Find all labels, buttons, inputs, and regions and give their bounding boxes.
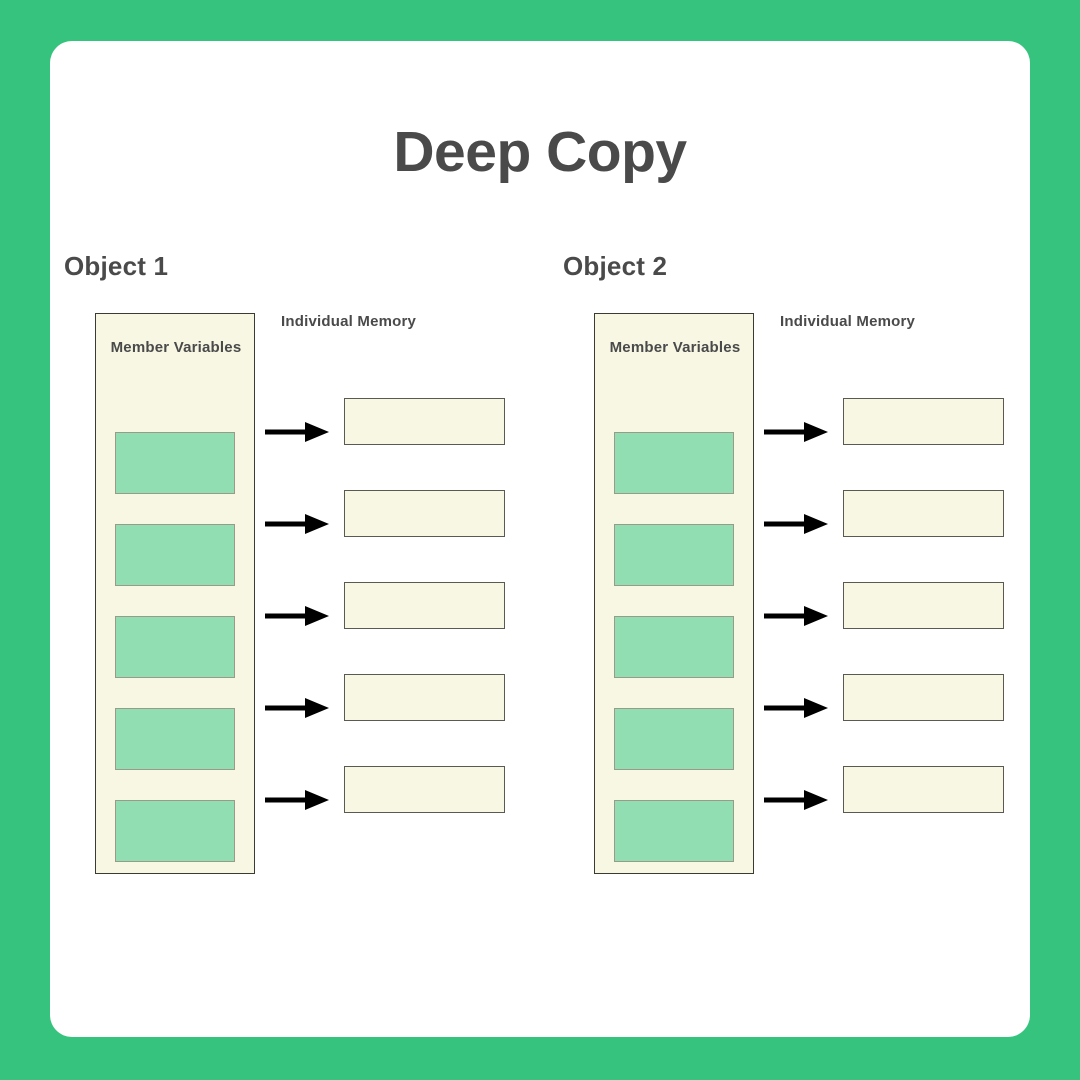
object-2-memory-cell-1 <box>843 398 1004 445</box>
object-1-memory-cell-4 <box>344 674 505 721</box>
object-1-member-variables-label: Member Variables <box>110 339 242 356</box>
object-1-title: Object 1 <box>64 251 169 281</box>
object-1-arrow-right-icon-2 <box>265 511 331 537</box>
object-1-arrow-right-icon-3 <box>265 603 331 629</box>
object-1-member-slot-4 <box>115 708 235 770</box>
object-2-member-variables-label: Member Variables <box>609 339 741 356</box>
object-group-1: Object 1 Member Variables Individual Mem… <box>64 41 534 1037</box>
object-1-member-slot-1 <box>115 432 235 494</box>
object-2-memory-cell-4 <box>843 674 1004 721</box>
object-group-2: Object 2 Member Variables Individual Mem… <box>563 41 1033 1037</box>
object-1-memory-label: Individual Memory <box>281 313 417 330</box>
object-1-arrow-right-icon-4 <box>265 695 331 721</box>
object-2-memory-cell-2 <box>843 490 1004 537</box>
object-2-memory-label: Individual Memory <box>780 313 916 330</box>
object-2-arrow-right-icon-3 <box>764 603 830 629</box>
object-2-title: Object 2 <box>563 251 668 281</box>
object-2-member-variables-container: Member Variables <box>594 313 754 874</box>
object-2-arrow-right-icon-1 <box>764 419 830 445</box>
object-1-member-variables-container: Member Variables <box>95 313 255 874</box>
object-2-member-slot-1 <box>614 432 734 494</box>
object-2-arrow-right-icon-2 <box>764 511 830 537</box>
object-1-memory-cell-1 <box>344 398 505 445</box>
object-2-arrow-right-icon-5 <box>764 787 830 813</box>
object-2-member-slot-2 <box>614 524 734 586</box>
object-1-member-slot-5 <box>115 800 235 862</box>
object-1-member-slot-3 <box>115 616 235 678</box>
object-2-memory-cell-3 <box>843 582 1004 629</box>
object-1-arrow-right-icon-1 <box>265 419 331 445</box>
object-1-arrow-right-icon-5 <box>265 787 331 813</box>
object-2-arrow-right-icon-4 <box>764 695 830 721</box>
object-1-memory-cell-5 <box>344 766 505 813</box>
object-2-member-slot-5 <box>614 800 734 862</box>
page-title: Deep Copy <box>393 120 687 184</box>
object-1-memory-cell-2 <box>344 490 505 537</box>
object-1-memory-cell-3 <box>344 582 505 629</box>
object-2-memory-cell-5 <box>843 766 1004 813</box>
content-card: Deep Copy Object 1 Member Variables Indi… <box>50 41 1030 1037</box>
object-2-member-slot-3 <box>614 616 734 678</box>
object-1-member-slot-2 <box>115 524 235 586</box>
object-2-member-slot-4 <box>614 708 734 770</box>
